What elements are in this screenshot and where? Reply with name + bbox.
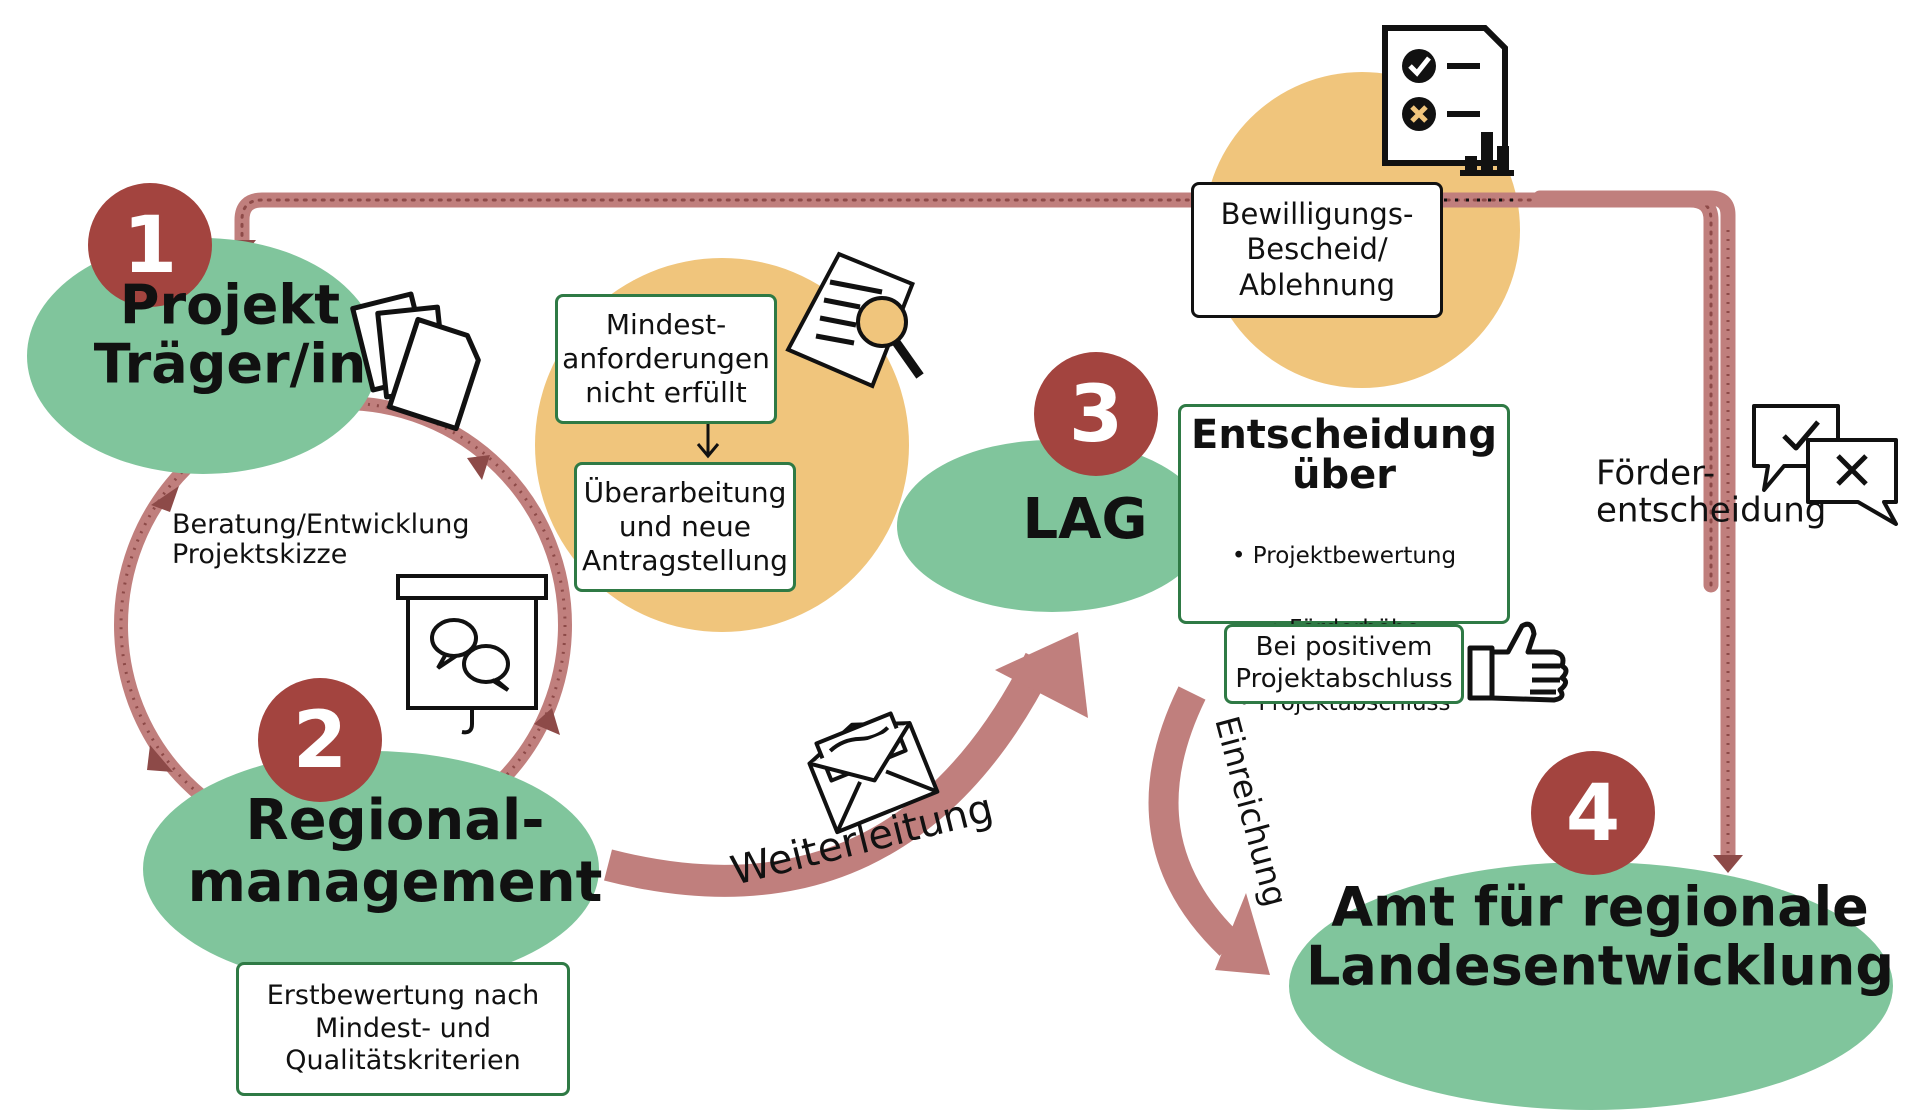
arrow-down-icon [696,424,720,459]
entscheidung-box: Entscheidung über Projektbewertung Förde… [1178,404,1510,716]
loop-arrow-4 [467,455,490,480]
erstbewertung-box: Erstbewertung nach Mindest- und Qualität… [236,962,570,1096]
text-line: management [188,850,603,915]
entscheidung-title: Entscheidung über [1191,412,1497,498]
loop-arrow-1 [151,486,179,512]
text-line: Träger/in [94,333,367,396]
node-1-number: 1 [123,201,177,291]
node-1-badge: 1 [88,183,212,307]
einreichung-arrow [1148,686,1270,975]
foerder-arrow-down [1532,190,1743,873]
text-line: Beratung/Entwicklung [172,509,470,540]
node-3-number: 3 [1069,370,1123,460]
bewilligung-box: Bewilligungs- Bescheid/ Ablehnung [1191,182,1443,318]
text-line: Projekt [120,273,340,336]
text-line: Regional- [246,788,545,853]
document-magnifier-icon [785,251,924,389]
node-3-ellipse [897,440,1207,612]
presentation-board-icon [396,574,548,735]
loop-arrow-3 [534,708,560,735]
node-2-label: Regional-management [188,788,603,915]
checklist-report-icon [1382,25,1514,176]
node-4-ellipse [1289,862,1893,1110]
check-cross-speech-bubbles-icon [1752,404,1898,526]
node-4-number: 4 [1566,769,1620,859]
weiterleitung-arrow [604,632,1088,897]
node-2-badge: 2 [258,678,382,802]
text-line: LAG [1023,487,1148,552]
node-3-label: LAG [1023,487,1148,552]
envelope-icon [807,711,940,835]
entscheidung-item: Projektbewertung [1232,538,1456,575]
text-line: entscheidung [1596,491,1826,531]
loop-arrow-2 [147,745,173,772]
text-line: Landesentwicklung [1306,935,1894,998]
mindest-box: Mindest- anforderungen nicht erfüllt [555,294,777,424]
node-1-ellipse [27,238,379,474]
node-2-number: 2 [293,696,347,786]
node-3-badge: 3 [1034,352,1158,476]
thumbs-up-icon [1467,621,1569,703]
node-4-badge: 4 [1531,751,1655,875]
text-line: Projektskizze [172,539,347,570]
arrowhead-down [1713,855,1743,873]
foerderentscheidung-label: Förder-entscheidung [1596,453,1826,530]
positiv-box: Bei positivem Projektabschluss [1224,624,1464,704]
ueberarbeitung-box: Überarbeitung und neue Antragstellung [574,462,796,592]
node-2-ellipse [143,751,599,987]
text-line: Förder- [1596,453,1715,493]
text-line: Amt für regionale [1331,875,1869,938]
documents-icon [350,291,481,432]
